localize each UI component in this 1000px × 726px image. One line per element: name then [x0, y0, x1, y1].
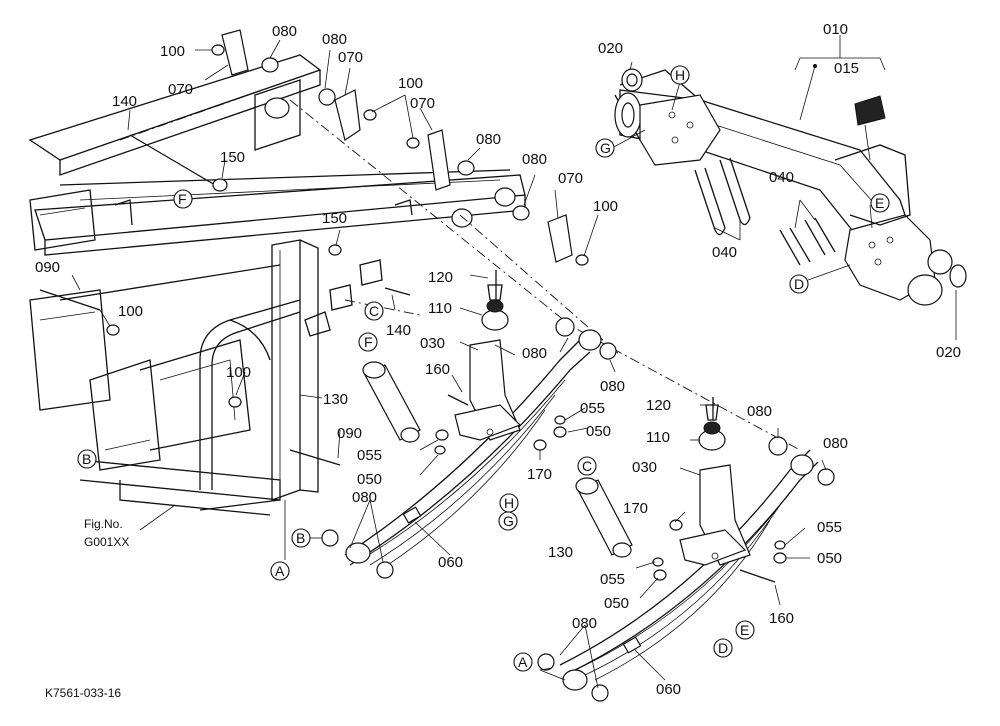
callout: 070 — [558, 170, 583, 187]
shock-absorber-right — [575, 477, 633, 558]
callout: 100 — [226, 364, 251, 381]
callout: 080 — [352, 489, 377, 506]
ref-letter: C — [582, 458, 592, 474]
ref-letter: A — [275, 563, 285, 579]
ref-letter: F — [364, 334, 373, 350]
callout: 080 — [747, 403, 772, 420]
callout: 060 — [656, 681, 681, 698]
callout: 030 — [420, 335, 445, 352]
callout: 050 — [604, 595, 629, 612]
callout: 055 — [357, 447, 382, 464]
ref-letter: C — [369, 303, 379, 319]
ref-letter: B — [82, 451, 91, 467]
callout: 010 — [823, 21, 848, 38]
drawing-code: K7561-033-16 — [45, 686, 121, 700]
callout: 100 — [160, 43, 185, 60]
shock-absorber-left — [362, 361, 421, 443]
callout: 020 — [936, 344, 961, 361]
ref-letter: F — [178, 191, 187, 207]
callout: 080 — [600, 378, 625, 395]
callout: 080 — [322, 31, 347, 48]
callout: 100 — [118, 303, 143, 320]
callout: 080 — [522, 345, 547, 362]
spring-bracket-right — [679, 404, 751, 566]
callout: 170 — [623, 500, 648, 517]
callout: 050 — [357, 471, 382, 488]
callout: 110 — [646, 429, 670, 446]
callout: 080 — [272, 23, 297, 40]
ref-letter: H — [504, 495, 514, 511]
callout: 040 — [712, 244, 737, 261]
callout: 055 — [600, 571, 625, 588]
callout: 090 — [35, 259, 60, 276]
callout: 040 — [769, 169, 794, 186]
callout: 160 — [769, 610, 794, 627]
callout: 030 — [632, 459, 657, 476]
callout: 150 — [322, 210, 347, 227]
ref-letter: B — [296, 530, 305, 546]
callout: 130 — [548, 544, 573, 561]
callout: 070 — [410, 95, 435, 112]
callout: 015 — [834, 60, 859, 77]
fig-no-code: G001XX — [84, 535, 129, 549]
callout: 160 — [425, 361, 450, 378]
rear-axle-assembly — [614, 35, 967, 306]
callout: 055 — [580, 400, 605, 417]
reference-letters — [77, 65, 890, 672]
callout: 020 — [598, 40, 623, 57]
ref-letter: E — [875, 195, 884, 211]
callout: 100 — [593, 198, 618, 215]
callout: 070 — [338, 49, 363, 66]
ref-letter: E — [740, 622, 749, 638]
callout: 050 — [817, 550, 842, 567]
callout: 080 — [823, 435, 848, 452]
callout: 140 — [112, 93, 137, 110]
leaf-spring-right — [537, 436, 835, 702]
callout: 060 — [438, 554, 463, 571]
ref-letter: G — [503, 513, 514, 529]
hardware — [39, 29, 787, 583]
fig-no-label: Fig.No. — [84, 517, 123, 531]
callout: 150 — [220, 149, 245, 166]
callout: 090 — [337, 425, 362, 442]
ref-letter: D — [794, 276, 804, 292]
callout: 110 — [428, 300, 452, 317]
ref-letter: A — [518, 654, 528, 670]
ref-letter: H — [675, 67, 685, 83]
callout: 120 — [646, 397, 671, 414]
callout: 050 — [586, 423, 611, 440]
ref-letter: D — [718, 640, 728, 656]
callout: 080 — [572, 615, 597, 632]
callout: 130 — [323, 391, 348, 408]
callout: 100 — [398, 75, 423, 92]
callout: 140 — [386, 322, 411, 339]
spring-bracket-left — [454, 284, 522, 441]
leader-lines — [71, 39, 957, 689]
callout: 120 — [428, 269, 453, 286]
callout: 070 — [168, 81, 193, 98]
callout: 080 — [476, 131, 501, 148]
callout: 170 — [527, 466, 552, 483]
callout: 055 — [817, 519, 842, 536]
ref-letter: G — [600, 140, 611, 156]
callout: 080 — [522, 151, 547, 168]
